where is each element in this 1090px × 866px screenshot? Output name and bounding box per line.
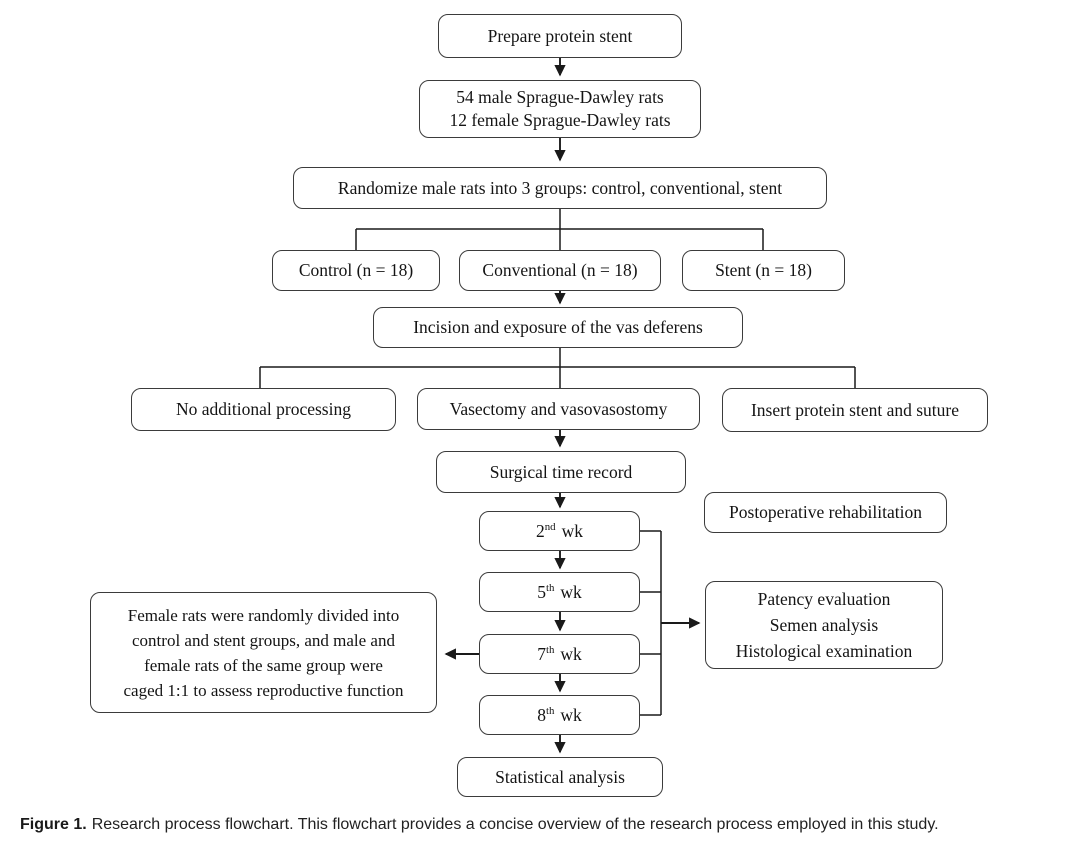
female-mating-line-4: caged 1:1 to assess reproductive functio… [123, 680, 404, 700]
week-2-unit: wk [561, 520, 583, 541]
node-control-group: Control (n = 18) [272, 250, 440, 291]
node-vasectomy-vasovasostomy: Vasectomy and vasovasostomy [417, 388, 700, 430]
week-5-unit: wk [560, 581, 582, 602]
node-incision-exposure: Incision and exposure of the vas deferen… [373, 307, 743, 348]
week-8-num: 8 [537, 704, 546, 725]
week-7-ordinal: th [545, 643, 555, 656]
node-postoperative-rehabilitation: Postoperative rehabilitation [704, 492, 947, 533]
evaluation-line-1: Patency evaluation [757, 589, 891, 609]
week-7-unit: wk [560, 643, 582, 664]
female-mating-line-2: control and stent groups, and male and [132, 630, 395, 650]
branch-randomize-to-groups [355, 209, 764, 250]
node-statistical-analysis: Statistical analysis [457, 757, 663, 797]
node-female-mating: Female rats were randomly divided into c… [90, 592, 437, 713]
node-randomize-groups: Randomize male rats into 3 groups: contr… [293, 167, 827, 209]
flow-arrows [444, 58, 701, 754]
node-rats-cohort: 54 male Sprague-Dawley rats 12 female Sp… [419, 80, 701, 138]
evaluation-line-2: Semen analysis [769, 615, 879, 635]
branch-incision-to-procedures [259, 348, 856, 388]
week-5-num: 5 [537, 581, 546, 602]
figure-caption-label: Figure 1. [20, 816, 87, 833]
bracket-weeks-to-evaluation [640, 530, 662, 716]
node-evaluation: Patency evaluation Semen analysis Histol… [705, 581, 943, 669]
node-insert-protein-stent: Insert protein stent and suture [722, 388, 988, 432]
week-5-ordinal: th [545, 581, 555, 594]
node-prepare-protein-stent: Prepare protein stent [438, 14, 682, 58]
week-2-ordinal: nd [544, 520, 556, 533]
figure-caption: Figure 1.Research process flowchart. Thi… [20, 814, 1076, 835]
node-conventional-group: Conventional (n = 18) [459, 250, 661, 291]
week-8-ordinal: th [545, 704, 555, 717]
week-8-unit: wk [560, 704, 582, 725]
evaluation-line-3: Histological examination [735, 641, 913, 661]
node-surgical-time-record: Surgical time record [436, 451, 686, 493]
node-stent-group: Stent (n = 18) [682, 250, 845, 291]
female-mating-line-1: Female rats were randomly divided into [127, 605, 400, 625]
rats-line-1: 54 male Sprague-Dawley rats [456, 87, 664, 108]
figure-caption-text: Research process flowchart. This flowcha… [91, 816, 939, 833]
rats-line-2: 12 female Sprague-Dawley rats [449, 110, 671, 130]
week-2-num: 2 [536, 520, 545, 541]
week-7-num: 7 [537, 643, 546, 664]
female-mating-line-3: female rats of the same group were [144, 655, 383, 675]
node-no-additional-processing: No additional processing [131, 388, 396, 431]
